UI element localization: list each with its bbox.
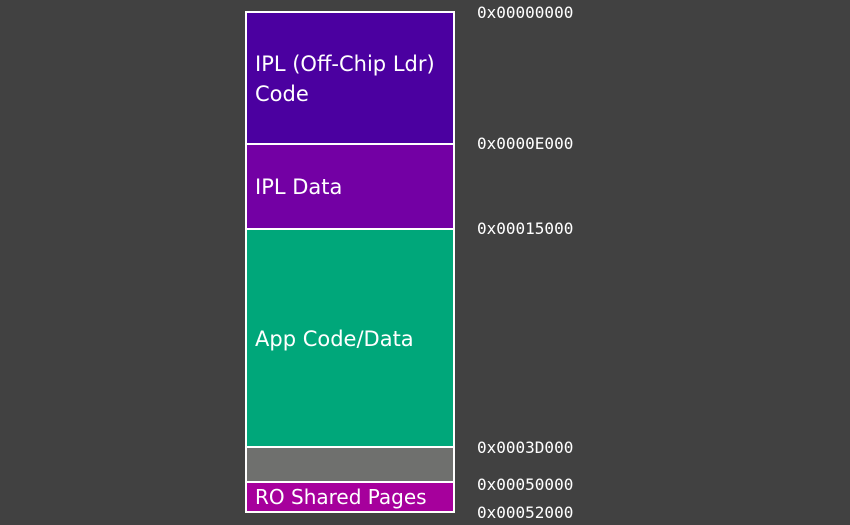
region-label-ipl-data: IPL Data xyxy=(255,175,343,199)
region-label-ipl-code: IPL (Off-Chip Ldr) Code xyxy=(255,51,435,106)
region-ipl-data: IPL Data xyxy=(245,143,455,231)
address-label: 0x00015000 xyxy=(477,219,574,238)
region-unlabeled xyxy=(245,446,455,484)
region-label-app-code-data: App Code/Data xyxy=(255,326,414,351)
region-ipl-code: IPL (Off-Chip Ldr) Code xyxy=(245,11,455,146)
region-label-ro-shared-pages: RO Shared Pages xyxy=(255,485,427,509)
address-label: 0x00052000 xyxy=(477,503,574,522)
region-ro-shared-pages: RO Shared Pages xyxy=(245,481,455,513)
address-label: 0x00000000 xyxy=(477,3,574,22)
region-app-code-data: App Code/Data xyxy=(245,228,455,449)
address-label: 0x0003D000 xyxy=(477,438,574,457)
address-label: 0x00050000 xyxy=(477,475,574,494)
address-label: 0x0000E000 xyxy=(477,134,574,153)
